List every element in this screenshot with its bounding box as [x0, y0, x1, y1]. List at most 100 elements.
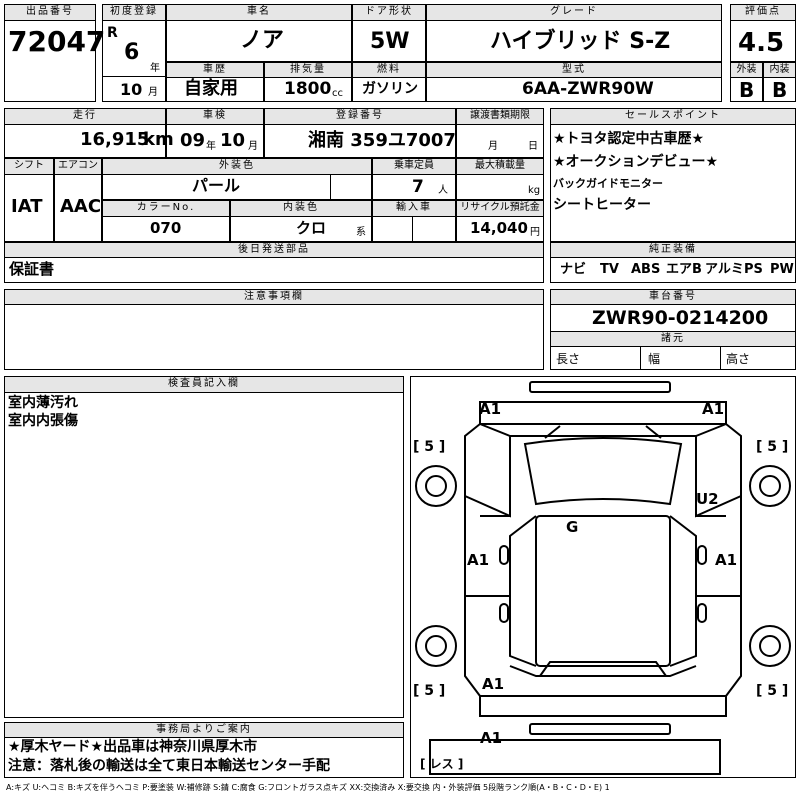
office-line-1: ★厚木ヤード★出品車は神奈川県厚木市	[8, 739, 258, 755]
reg-year: 6	[124, 40, 140, 65]
specs-label: 諸元	[550, 331, 796, 347]
equip-alloy: アルミ	[705, 262, 744, 277]
door-type: 5W	[370, 29, 410, 54]
inspector-box	[4, 392, 404, 718]
transfer-day: 日	[528, 141, 538, 152]
recycle-label: リサイクル預託金	[456, 200, 544, 217]
inspector-label: 検査員記入欄	[4, 376, 404, 393]
selling-point-2: ★オークションデビュー★	[553, 154, 719, 170]
specs-box	[550, 346, 796, 370]
listing-no-box	[4, 20, 96, 102]
selling-box	[550, 124, 796, 242]
door-label: ドア形状	[352, 4, 426, 21]
reg-no-label: 登録番号	[264, 108, 456, 125]
color-no: 070	[150, 219, 182, 237]
first-reg-box	[102, 20, 166, 102]
mileage-label: 走行	[4, 108, 166, 125]
damage-right-side: A1	[715, 551, 738, 569]
color-no-box	[102, 216, 230, 242]
equip-tv: TV	[600, 262, 619, 277]
capacity-unit: 人	[438, 185, 448, 196]
transfer-label: 譲渡書類期限	[456, 108, 544, 125]
door-box	[352, 20, 426, 62]
reg-month-unit: 月	[148, 87, 158, 98]
first-reg-label: 初度登録	[102, 4, 166, 21]
max-load-box	[456, 174, 544, 200]
equipment-box	[550, 257, 796, 283]
inspector-line-1: 室内薄汚れ	[8, 395, 78, 411]
capacity-box	[372, 174, 456, 200]
ac-box	[54, 174, 102, 242]
selling-point-1: ★トヨタ認定中古車歴★	[553, 131, 705, 147]
recycle-unit: 円	[530, 227, 540, 238]
int-color-label: 内装色	[230, 200, 372, 217]
damage-front-right: A1	[702, 400, 725, 418]
model-code: 6AA-ZWR90W	[522, 79, 654, 99]
import-label: 輸入車	[372, 200, 456, 217]
damage-rear-left: A1	[482, 675, 505, 693]
reg-month: 10	[120, 80, 143, 99]
ext-color: パール	[192, 176, 241, 195]
inspection-label: 車検	[166, 108, 264, 125]
damage-front-left: A1	[479, 400, 502, 418]
notes-label: 注意事項欄	[4, 289, 544, 305]
tire-front-left: [ 5 ]	[413, 439, 446, 455]
ext-grade-box	[730, 77, 763, 102]
int-color: クロ	[296, 219, 327, 237]
spec-length: 長さ	[556, 352, 581, 366]
inspection-month-unit: 月	[248, 141, 258, 152]
era: R	[107, 25, 118, 41]
selling-point-4: シートヒーター	[553, 197, 651, 213]
int-color-box	[230, 216, 372, 242]
score: 4.5	[738, 28, 785, 58]
damage-rear: A1	[480, 729, 503, 747]
reg-no-box	[264, 124, 456, 158]
score-box	[730, 20, 796, 62]
spec-height: 高さ	[726, 352, 751, 366]
tire-rear-left: [ 5 ]	[413, 683, 446, 699]
int-grade: B	[772, 78, 788, 102]
grade: ハイブリッド S-Z	[490, 29, 671, 54]
equip-ps: PS	[744, 262, 763, 277]
spare-tire: [ レス ]	[420, 757, 464, 771]
fuel-box	[352, 77, 426, 102]
shift-box	[4, 174, 54, 242]
equip-pw: PW	[770, 262, 794, 277]
selling-label: セールスポイント	[550, 108, 796, 125]
model-label: 型式	[426, 62, 722, 78]
shift-label: シフト	[4, 158, 54, 175]
int-color-unit: 系	[356, 227, 366, 238]
notes-box	[4, 304, 544, 370]
mileage-box	[4, 124, 166, 158]
damage-left-side: A1	[467, 551, 490, 569]
car-diagram	[415, 381, 791, 775]
car-name: ノア	[240, 28, 285, 53]
history: 自家用	[184, 78, 238, 99]
score-label: 評価点	[730, 4, 796, 21]
fuel: ガソリン	[362, 81, 418, 97]
parts-label: 後日発送部品	[4, 242, 544, 258]
damage-right-rear-door: U2	[696, 490, 719, 508]
capacity: 7	[412, 177, 424, 197]
mileage: 16,915	[80, 129, 150, 150]
grade-box	[426, 20, 722, 62]
max-load-unit: kg	[528, 185, 541, 196]
office-box	[4, 737, 404, 778]
inspection-month: 10	[220, 130, 246, 151]
ext-grade: B	[739, 78, 755, 102]
int-grade-label: 内装	[763, 62, 796, 78]
color-no-label: カラーNo.	[102, 200, 230, 217]
inspector-line-2: 室内内張傷	[8, 413, 78, 429]
ext-color-box	[102, 174, 372, 200]
aircon: AAC	[60, 196, 102, 217]
int-grade-box	[763, 77, 796, 102]
inspection-year: 09	[180, 130, 206, 151]
equip-airbag: エアB	[666, 262, 702, 277]
grade-label: グレード	[426, 4, 722, 21]
displacement-label: 排気量	[264, 62, 352, 78]
recycle-box	[456, 216, 544, 242]
selling-point-3: バックガイドモニター	[553, 177, 663, 190]
listing-number: 72047	[8, 25, 106, 58]
parts-box	[4, 257, 544, 283]
transfer-box	[456, 124, 544, 158]
